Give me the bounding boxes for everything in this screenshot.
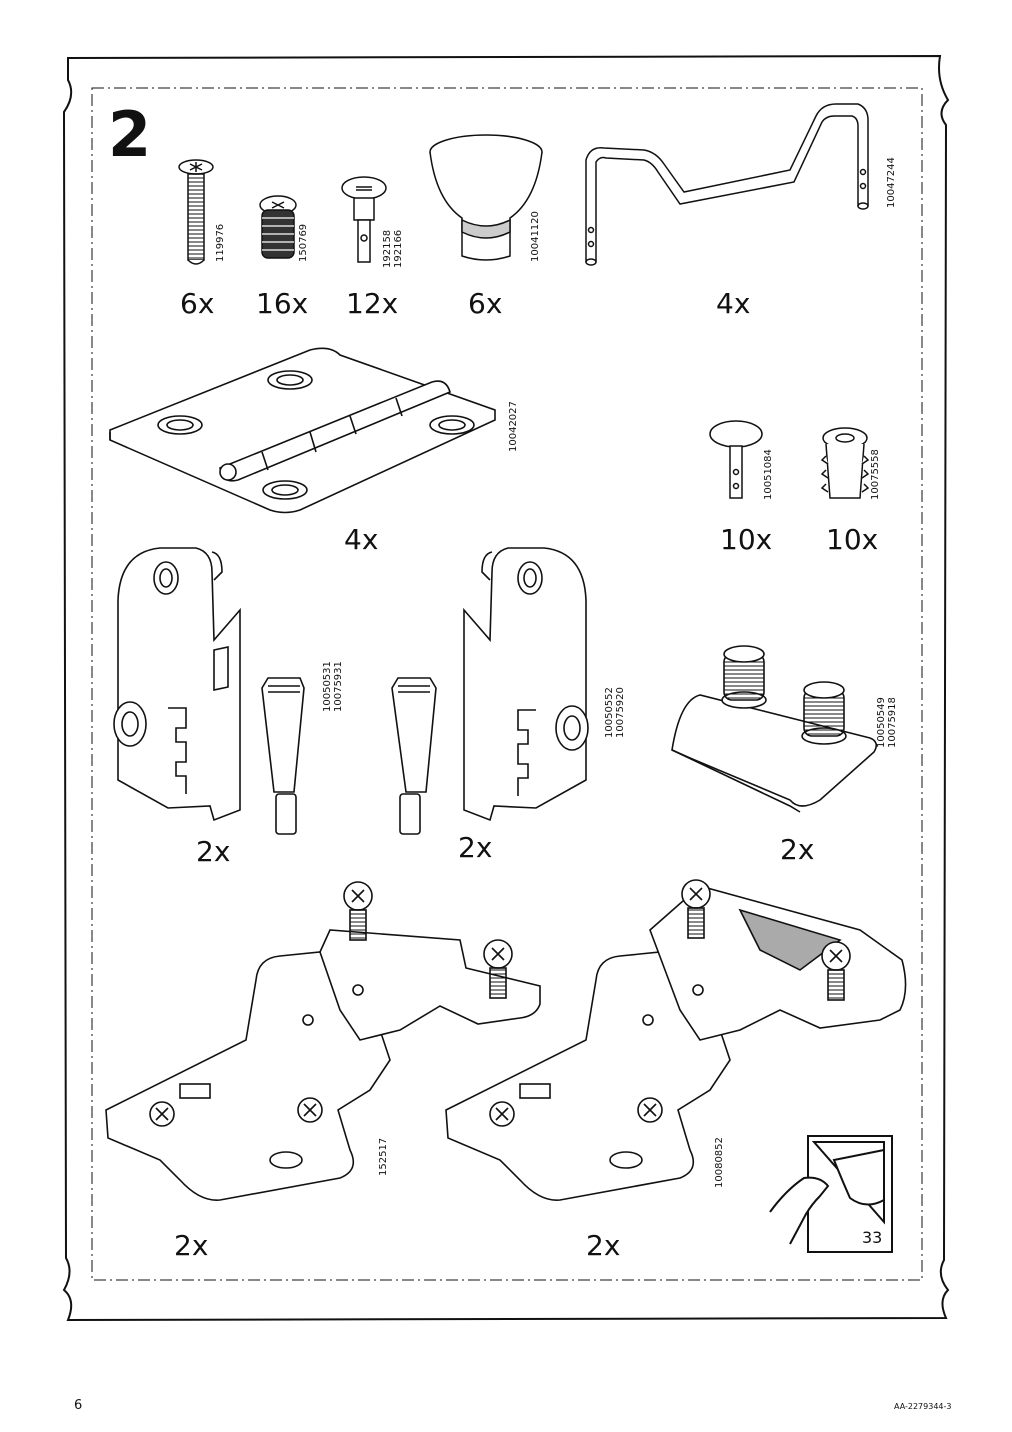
quantity-label: 10x [826, 523, 879, 556]
shelf-support-icon [709, 420, 763, 499]
butt-hinge-icon [109, 347, 496, 514]
page-reference-number: 33 [862, 1228, 883, 1247]
quantity-label: 2x [780, 833, 815, 866]
paper-frame [62, 54, 950, 1322]
screw-icon [178, 159, 214, 265]
runner-bracket-left-icon [113, 547, 305, 835]
part-number-label: 10050552 10075920 [604, 687, 626, 738]
knob-icon [429, 134, 543, 261]
cabinet-hinge-icon [105, 881, 541, 1201]
soft-close-hinge-icon [445, 879, 907, 1201]
part-number-label: 10042027 [508, 401, 519, 452]
threaded-insert-icon [259, 195, 297, 259]
document-id: AA-2279344-3 [894, 1402, 952, 1411]
part-number-label: 10050531 10075931 [322, 661, 344, 712]
expansion-insert-icon [820, 427, 870, 499]
quantity-label: 2x [458, 831, 493, 864]
quantity-label: 6x [180, 287, 215, 320]
part-number-label: 10075558 [870, 449, 881, 500]
mounting-plate-icon [671, 645, 878, 813]
part-number-label: 152517 [378, 1137, 389, 1176]
quantity-label: 6x [468, 287, 503, 320]
part-number-label: 10051084 [763, 449, 774, 500]
part-number-label: 192158 192166 [382, 229, 404, 268]
quantity-label: 12x [346, 287, 399, 320]
quantity-label: 10x [720, 523, 773, 556]
runner-bracket-right-icon [391, 547, 589, 835]
step-number: 2 [108, 98, 152, 171]
part-number-label: 10047244 [886, 157, 897, 208]
quantity-label: 2x [586, 1229, 621, 1262]
quantity-label: 2x [196, 835, 231, 868]
part-number-label: 150769 [298, 223, 309, 262]
part-number-label: 10080852 [714, 1137, 725, 1188]
cam-dowel-icon [341, 176, 387, 263]
page-reference-icon [769, 1135, 893, 1253]
quantity-label: 2x [174, 1229, 209, 1262]
part-number-label: 10041120 [530, 211, 541, 262]
dashed-border [91, 87, 923, 1281]
part-number-label: 10050549 10075918 [876, 697, 898, 748]
part-number-label: 119976 [215, 223, 226, 262]
page-number: 6 [74, 1398, 83, 1413]
quantity-label: 4x [344, 523, 379, 556]
handle-rod-icon [585, 103, 869, 266]
quantity-label: 4x [716, 287, 751, 320]
quantity-label: 16x [256, 287, 309, 320]
